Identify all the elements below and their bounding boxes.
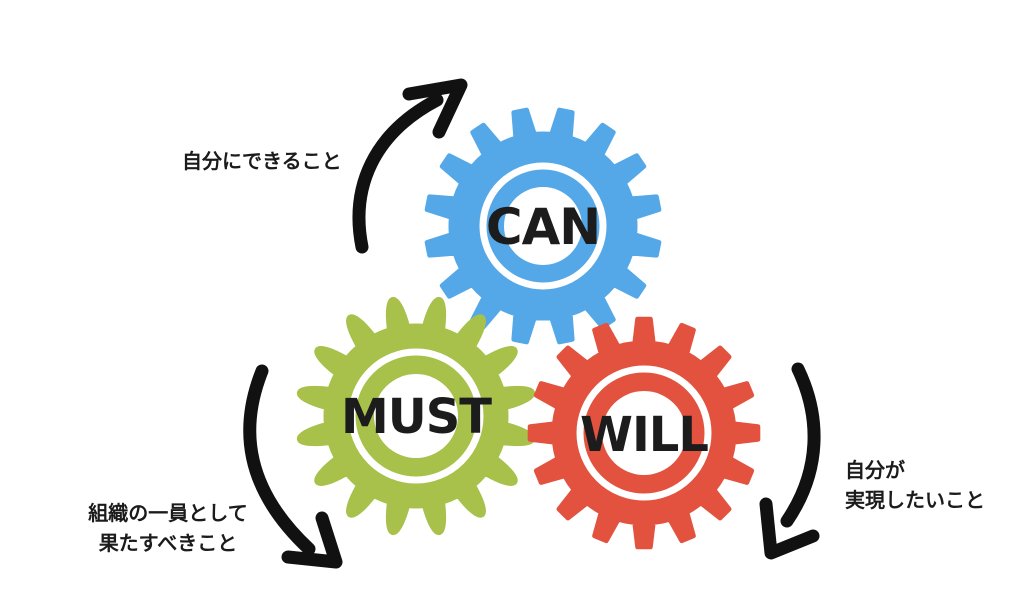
arrow-up-right-shaft xyxy=(352,93,444,254)
will-annotation: 自分が 実現したいこと xyxy=(845,455,985,515)
can-gear-label: CAN xyxy=(486,198,600,256)
must-gear-hub xyxy=(374,374,458,458)
will-annotation-line: 自分が xyxy=(845,458,905,482)
will-gear: WILL xyxy=(527,316,761,550)
arrow-down-right-shaft xyxy=(780,362,821,528)
can-gear-hub xyxy=(504,187,582,265)
must-annotation-line: 果たすべきこと xyxy=(98,531,238,555)
arrow-down-left-shaft xyxy=(243,364,316,556)
must-gear-label: MUST xyxy=(341,389,492,445)
will-gear-label: WILL xyxy=(580,407,708,463)
can-gear: CAN xyxy=(424,107,662,345)
can-annotation: 自分にできること xyxy=(182,146,342,176)
arrow-down-left-head-icon xyxy=(281,511,343,569)
will-gear-hub xyxy=(602,391,686,475)
will-gear-ring xyxy=(576,365,712,501)
can-gear-ring xyxy=(479,162,607,290)
arrow-down-right-head-icon xyxy=(759,497,820,560)
must-annotation: 組織の一員として 果たすべきこと xyxy=(68,498,268,558)
can-annotation-line: 自分にできること xyxy=(182,149,342,173)
must-gear-ring xyxy=(348,348,484,484)
will-annotation-line: 実現したいこと xyxy=(845,488,985,512)
arrow-up-right-head-icon xyxy=(402,78,468,139)
must-annotation-line: 組織の一員として xyxy=(88,501,248,525)
flow-arrows xyxy=(243,78,821,569)
must-gear: MUST xyxy=(296,296,536,536)
